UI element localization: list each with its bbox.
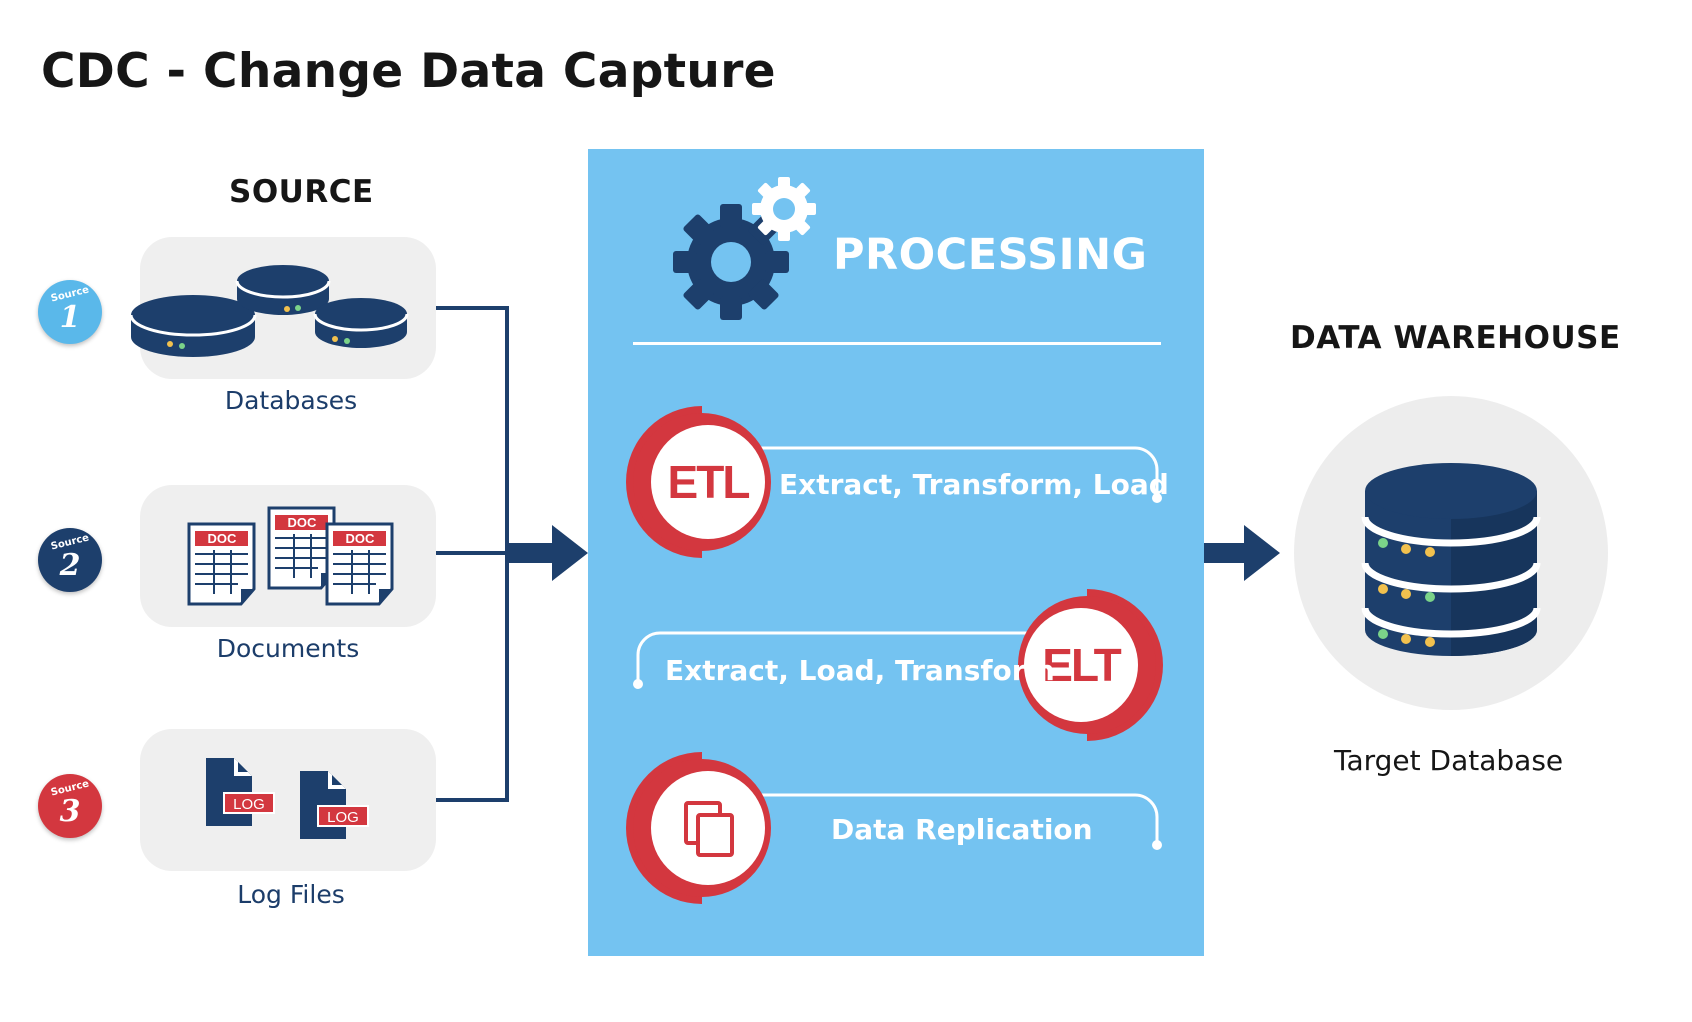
processing-divider bbox=[633, 342, 1161, 345]
log-tag: LOG bbox=[233, 796, 265, 813]
doc-tag: DOC bbox=[288, 515, 318, 530]
source-badge-3: Source 3 bbox=[38, 774, 102, 838]
source-heading: SOURCE bbox=[229, 174, 374, 210]
badge-number: 3 bbox=[59, 794, 81, 829]
arrow-to-warehouse-icon bbox=[1204, 525, 1280, 581]
doc-tag: DOC bbox=[346, 531, 376, 546]
processing-heading: PROCESSING bbox=[833, 230, 1148, 280]
source-card-log-files bbox=[140, 729, 436, 871]
elt-badge-icon bbox=[1018, 589, 1163, 741]
target-database-label: Target Database bbox=[1334, 744, 1564, 777]
page-title: CDC - Change Data Capture bbox=[41, 44, 776, 99]
source-badge-1: Source 1 bbox=[38, 280, 102, 344]
elt-description: Extract, Load, Transform bbox=[665, 654, 1055, 687]
document-icon bbox=[187, 522, 256, 606]
etl-badge-icon bbox=[626, 406, 771, 558]
source-label-databases: Databases bbox=[224, 386, 358, 415]
badge-number: 1 bbox=[59, 300, 81, 335]
etl-label: ETL bbox=[667, 456, 751, 508]
copy-icon bbox=[684, 801, 734, 857]
etl-description: Extract, Transform, Load bbox=[779, 468, 1169, 501]
arrow-to-processing-icon bbox=[507, 525, 588, 581]
database-stack-icon bbox=[1361, 463, 1541, 656]
log-tag: LOG bbox=[327, 809, 359, 826]
replication-description: Data Replication bbox=[831, 813, 1093, 846]
elt-label: ELT bbox=[1042, 639, 1121, 691]
document-icon bbox=[325, 522, 394, 606]
source-label-log-files: Log Files bbox=[237, 880, 345, 909]
log-file-icon bbox=[300, 771, 369, 839]
log-file-icon bbox=[206, 758, 275, 826]
warehouse-heading: DATA WAREHOUSE bbox=[1290, 320, 1621, 356]
source-badge-2: Source 2 bbox=[38, 528, 102, 592]
badge-number: 2 bbox=[59, 548, 81, 583]
doc-tag: DOC bbox=[208, 531, 238, 546]
replication-badge-icon bbox=[626, 752, 771, 904]
source-label-documents: Documents bbox=[216, 634, 360, 663]
